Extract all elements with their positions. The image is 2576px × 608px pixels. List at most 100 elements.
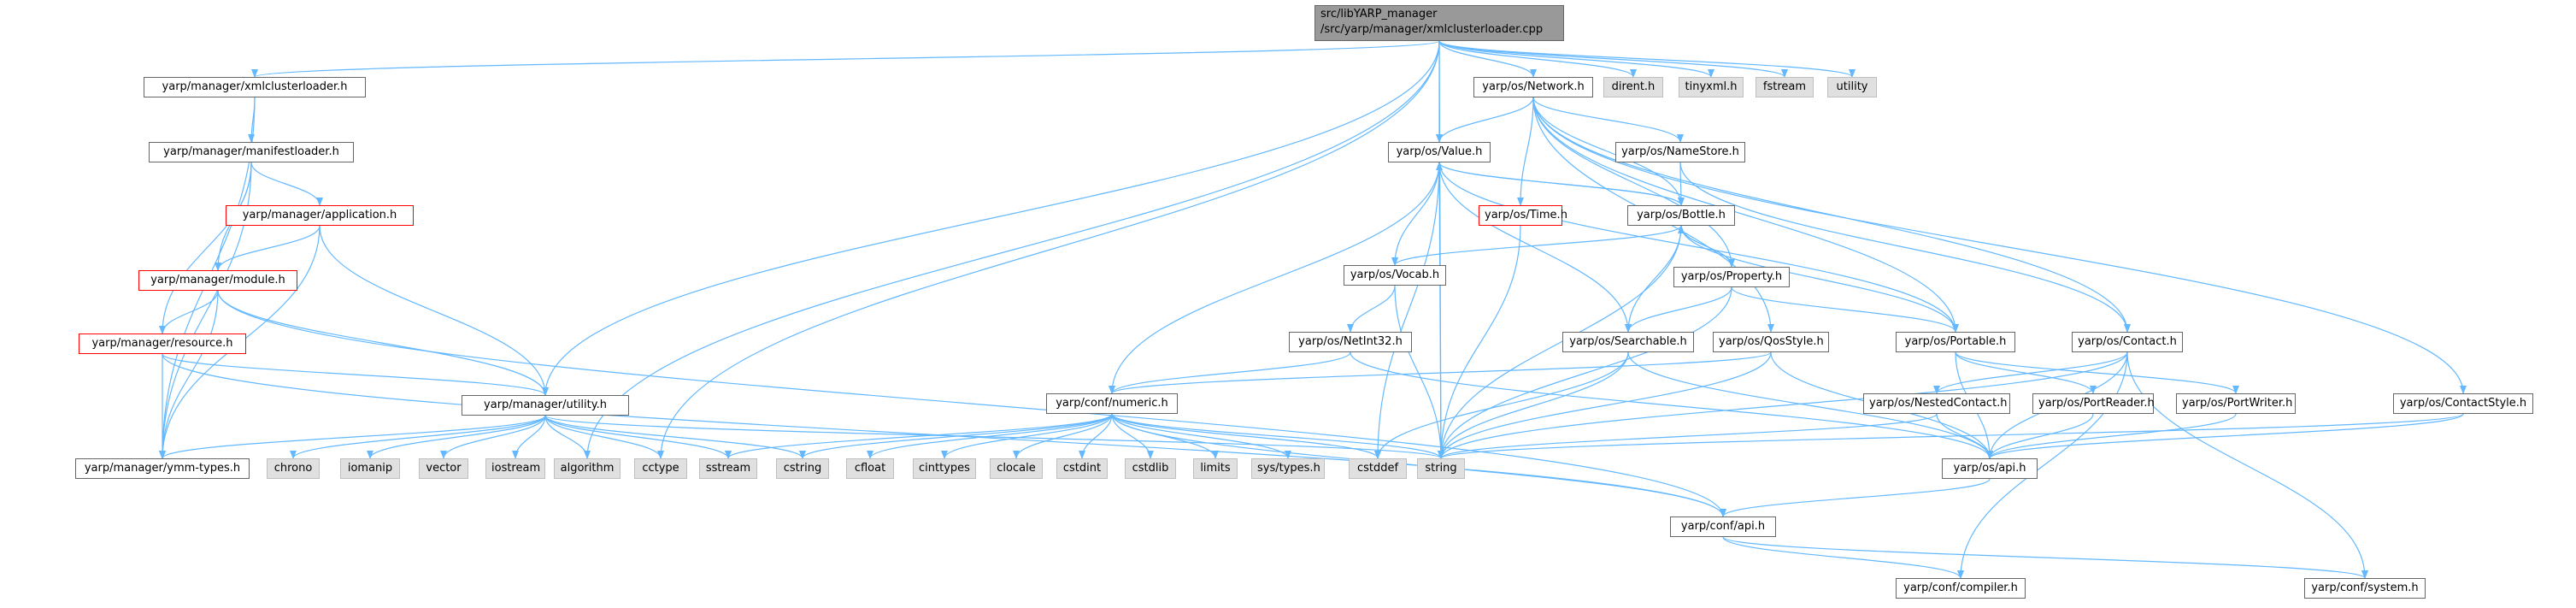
- node-confapi[interactable]: yarp/conf/api.h: [1670, 517, 1776, 537]
- node-vocab[interactable]: yarp/os/Vocab.h: [1344, 265, 1446, 286]
- node-iostream: iostream: [485, 458, 545, 479]
- edge-root-to-cctype: [657, 40, 1440, 459]
- edge-root-to-fstream: [1438, 40, 1788, 78]
- edge-root-to-dirent: [1438, 40, 1637, 78]
- edge-numeric-to-cfloat: [867, 413, 1113, 459]
- node-cinttypes: cinttypes: [913, 458, 976, 479]
- edge-network-to-property: [1532, 97, 1735, 268]
- node-netint32[interactable]: yarp/os/NetInt32.h: [1289, 332, 1412, 352]
- node-cctype: cctype: [634, 458, 687, 479]
- edge-value-to-numeric: [1109, 162, 1440, 394]
- node-module[interactable]: yarp/manager/module.h: [138, 270, 297, 291]
- node-manifestloader[interactable]: yarp/manager/manifestloader.h: [149, 142, 354, 162]
- edge-confapi-to-system: [1722, 536, 2368, 579]
- node-dirent: dirent.h: [1603, 77, 1663, 97]
- edge-module-to-ymmtypes: [159, 290, 219, 459]
- edge-numeric-to-clocale: [1013, 413, 1113, 459]
- edge-mutility-to-algorithm: [544, 415, 591, 459]
- edge-module-to-mutility: [217, 290, 549, 396]
- node-portreader[interactable]: yarp/os/PortReader.h: [2032, 393, 2155, 414]
- node-network[interactable]: yarp/os/Network.h: [1473, 77, 1593, 97]
- edge-searchable-to-osapi: [1627, 351, 1993, 459]
- node-ymmtypes[interactable]: yarp/manager/ymm-types.h: [75, 458, 250, 479]
- node-system[interactable]: yarp/conf/system.h: [2304, 578, 2426, 599]
- edge-property-to-bottle: [1678, 225, 1732, 268]
- edge-confapi-to-compiler: [1722, 536, 1964, 579]
- edge-resource-to-mutility: [162, 353, 549, 396]
- node-resource[interactable]: yarp/manager/resource.h: [79, 334, 246, 354]
- edge-contact-to-string: [1438, 351, 2128, 459]
- node-algorithm: algorithm: [554, 458, 620, 479]
- node-bottle[interactable]: yarp/os/Bottle.h: [1627, 205, 1735, 226]
- edge-numeric-to-sstream: [725, 413, 1113, 459]
- edge-mutility-to-cctype: [544, 415, 664, 459]
- node-limits: limits: [1193, 458, 1238, 479]
- node-cstring: cstring: [776, 458, 829, 479]
- node-cstdlib: cstdlib: [1125, 458, 1176, 479]
- node-iomanip: iomanip: [340, 458, 400, 479]
- edge-mutility-to-iomanip: [367, 415, 546, 459]
- node-label-line: /src/yarp/manager/xmlclusterloader.cpp: [1320, 23, 1544, 36]
- edge-manifestloader-to-resource: [159, 162, 252, 334]
- edge-nestedcontact-to-string: [1438, 413, 1938, 459]
- node-contactstyle[interactable]: yarp/os/ContactStyle.h: [2393, 393, 2533, 414]
- edge-osapi-to-confapi: [1720, 478, 1991, 517]
- edge-numeric-to-cstdint: [1079, 413, 1113, 459]
- edge-searchable-to-string: [1438, 351, 1629, 459]
- node-mutility[interactable]: yarp/manager/utility.h: [462, 395, 629, 416]
- edge-portable-to-portreader: [1955, 351, 2097, 394]
- edge-value-to-string: [1437, 162, 1444, 459]
- node-property[interactable]: yarp/os/Property.h: [1673, 267, 1790, 287]
- node-systypes: sys/types.h: [1251, 458, 1325, 479]
- node-searchable[interactable]: yarp/os/Searchable.h: [1562, 332, 1694, 352]
- edge-value-to-vocab: [1391, 162, 1440, 266]
- edge-property-to-string: [1438, 286, 1732, 459]
- edge-contact-to-compiler: [1957, 351, 2128, 579]
- edge-portable-to-portwriter: [1955, 351, 2239, 394]
- edge-vocab-to-netint32: [1347, 285, 1396, 333]
- node-xmlclusterloader-h[interactable]: yarp/manager/xmlclusterloader.h: [144, 77, 366, 97]
- edge-property-to-portable: [1731, 286, 1959, 333]
- edge-network-to-value: [1436, 97, 1534, 143]
- node-label-line: src/libYARP_manager: [1320, 8, 1438, 21]
- node-qosstyle[interactable]: yarp/os/QosStyle.h: [1713, 332, 1829, 352]
- edge-netint32-to-osapi: [1350, 351, 1993, 459]
- edge-contactstyle-to-string: [1438, 413, 2464, 459]
- edge-numeric-to-cstring: [799, 413, 1113, 459]
- node-portwriter[interactable]: yarp/os/PortWriter.h: [2176, 393, 2296, 414]
- node-time[interactable]: yarp/os/Time.h: [1479, 205, 1567, 226]
- edge-numeric-to-systypes: [1111, 413, 1291, 459]
- node-application[interactable]: yarp/manager/application.h: [226, 205, 414, 226]
- node-compiler[interactable]: yarp/conf/compiler.h: [1896, 578, 2026, 599]
- edge-manifestloader-to-application: [250, 162, 323, 206]
- edge-portwriter-to-osapi: [1986, 413, 2237, 459]
- edge-application-to-mutility: [319, 225, 549, 396]
- node-tinyxml: tinyxml.h: [1679, 77, 1744, 97]
- node-value[interactable]: yarp/os/Value.h: [1388, 142, 1491, 162]
- edge-value-to-portable: [1438, 162, 1959, 333]
- edge-portreader-to-osapi: [1986, 413, 2094, 459]
- edge-property-to-searchable: [1625, 286, 1732, 333]
- edge-root-to-mutility: [542, 40, 1440, 396]
- node-sstream: sstream: [699, 458, 757, 479]
- node-nestedcontact[interactable]: yarp/os/NestedContact.h: [1863, 393, 2010, 414]
- node-clocale: clocale: [990, 458, 1043, 479]
- edge-qosstyle-to-string: [1438, 351, 1772, 459]
- edge-mutility-to-sstream: [544, 415, 732, 459]
- edge-root-to-xmlclusterloader-h: [251, 40, 1440, 78]
- edge-namestore-to-contact: [1679, 162, 2131, 333]
- edge-bottle-to-string: [1438, 225, 1682, 459]
- edge-network-to-contactstyle: [1532, 97, 2467, 394]
- node-portable[interactable]: yarp/os/Portable.h: [1896, 332, 2015, 352]
- node-contact[interactable]: yarp/os/Contact.h: [2072, 332, 2183, 352]
- node-numeric[interactable]: yarp/conf/numeric.h: [1046, 393, 1178, 414]
- node-namestore[interactable]: yarp/os/NameStore.h: [1615, 142, 1745, 162]
- node-fstream: fstream: [1756, 77, 1814, 97]
- edge-bottle-to-portable: [1680, 225, 1959, 333]
- edge-numeric-to-cstddef: [1111, 413, 1381, 459]
- edge-numeric-to-cinttypes: [941, 413, 1113, 459]
- node-cstddef: cstddef: [1349, 458, 1407, 479]
- edge-root-to-utility: [1438, 40, 1856, 78]
- node-osapi[interactable]: yarp/os/api.h: [1942, 458, 2038, 479]
